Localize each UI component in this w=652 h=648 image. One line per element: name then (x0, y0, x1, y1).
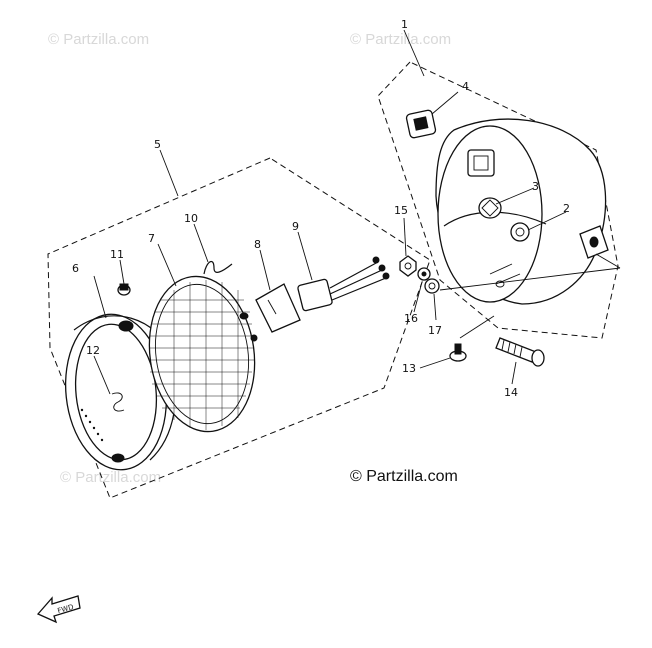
callout-3: 3 (532, 180, 539, 193)
callout-5: 5 (154, 138, 161, 151)
headlight-lens-part-7 (148, 275, 258, 433)
callout-15: 15 (394, 204, 408, 217)
credit-text: © Partzilla.com (350, 468, 458, 485)
bolt-part-13 (449, 343, 467, 362)
spring-part-10 (203, 260, 233, 275)
washer-part-17 (424, 278, 440, 294)
grommet-part-4 (405, 109, 437, 139)
callout-17: 17 (428, 324, 442, 337)
callout-10: 10 (184, 212, 198, 225)
headlight-rim-part-6 (64, 313, 177, 471)
nut-part-15 (399, 255, 417, 277)
watermark-top-left: © Partzilla.com (48, 31, 149, 48)
leader-1 (403, 29, 425, 77)
bolt-part-14 (495, 337, 545, 367)
screw-part-11 (117, 283, 131, 296)
leader-5 (159, 149, 179, 197)
callout-2: 2 (563, 202, 570, 215)
callout-14: 14 (504, 386, 518, 399)
watermark-top-right: © Partzilla.com (350, 31, 451, 48)
bulb-part-9 (297, 256, 390, 312)
callout-16: 16 (404, 312, 418, 325)
callout-1: 1 (401, 18, 408, 31)
callout-7: 7 (148, 232, 155, 245)
watermark-bottom-left: © Partzilla.com (60, 469, 161, 486)
callout-8: 8 (254, 238, 261, 251)
callout-4: 4 (462, 80, 469, 93)
callout-12: 12 (86, 344, 100, 357)
callout-9: 9 (292, 220, 299, 233)
callout-11: 11 (110, 248, 124, 261)
headlight-body-shell (435, 118, 609, 305)
callout-leaders (93, 91, 621, 395)
socket-cover-part-8 (255, 283, 301, 333)
forward-arrow-icon: FWD (36, 595, 81, 624)
callout-13: 13 (402, 362, 416, 375)
callout-6: 6 (72, 262, 79, 275)
group-boundary-unit (47, 157, 431, 499)
washer-part-16 (417, 267, 431, 281)
